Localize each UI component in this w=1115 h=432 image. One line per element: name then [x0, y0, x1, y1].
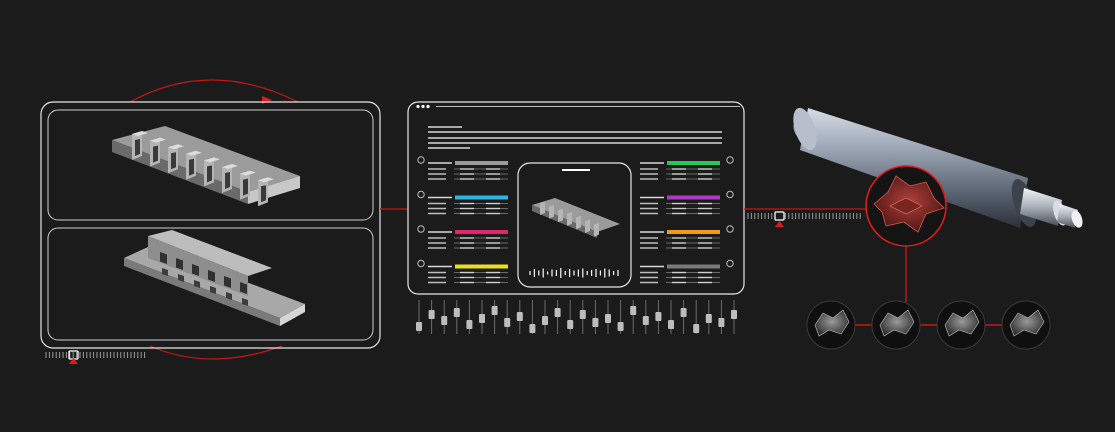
slider-marker [775, 221, 784, 227]
cad-panel [40, 79, 381, 364]
slider-knob[interactable] [605, 314, 611, 323]
parameter-row[interactable] [417, 190, 508, 215]
orbit-arrow [262, 96, 272, 104]
row-toggle[interactable] [726, 225, 734, 233]
color-swatch [667, 264, 720, 269]
parameter-row[interactable] [640, 225, 734, 249]
row-toggle[interactable] [417, 225, 425, 233]
slider-marker [69, 358, 78, 364]
slider-knob[interactable] [668, 320, 674, 329]
slider-knob[interactable] [630, 306, 637, 315]
preview-window[interactable] [517, 162, 632, 288]
slider-knob[interactable] [655, 312, 662, 321]
slider-knob[interactable] [542, 316, 548, 325]
slider-knob[interactable] [617, 322, 624, 331]
part-model-icon [532, 198, 620, 238]
slider-knob[interactable] [441, 316, 448, 325]
header-text-lines [428, 126, 722, 149]
parameter-row[interactable] [417, 259, 508, 284]
cad-panel-frame [40, 101, 381, 349]
parameter-row[interactable] [640, 156, 734, 180]
row-toggle[interactable] [726, 156, 734, 164]
row-toggle[interactable] [417, 156, 425, 164]
waveform [529, 268, 619, 278]
texture-sample-icon[interactable] [936, 300, 986, 350]
slider-knob[interactable] [731, 310, 737, 319]
timeline-slider-right[interactable] [747, 211, 861, 227]
slider-knob[interactable] [416, 322, 422, 331]
part-model-icon [112, 126, 300, 207]
texture-samples [806, 300, 1051, 350]
slider-knob[interactable] [504, 318, 511, 327]
model-view-top[interactable] [47, 109, 374, 221]
model-view-bottom[interactable] [47, 227, 374, 341]
slider-knob[interactable] [428, 310, 435, 319]
color-swatch [455, 161, 508, 165]
left-parameter-list [417, 156, 508, 284]
texture-sample-icon[interactable] [806, 300, 856, 350]
analysis-dashboard [407, 101, 745, 295]
window-dots [416, 104, 430, 109]
parameter-row[interactable] [640, 259, 734, 284]
row-toggle[interactable] [417, 190, 425, 199]
color-swatch [667, 230, 720, 234]
color-swatch [455, 230, 508, 234]
parameter-row[interactable] [417, 156, 508, 180]
texture-sample-icon[interactable] [1001, 300, 1051, 350]
slider-handle[interactable] [774, 211, 785, 221]
timeline-slider-left[interactable] [45, 350, 146, 364]
slider-knob[interactable] [642, 316, 649, 325]
texture-sample-icon[interactable] [871, 300, 921, 350]
slider-knob[interactable] [554, 308, 561, 317]
parameter-row[interactable] [417, 225, 508, 249]
slider-knob[interactable] [693, 324, 700, 333]
slider-knob[interactable] [479, 314, 485, 323]
color-swatch [455, 195, 508, 200]
row-toggle[interactable] [726, 259, 734, 268]
slider-knob[interactable] [680, 308, 687, 317]
slider-knob[interactable] [718, 318, 725, 327]
dashboard-frame [407, 101, 745, 295]
color-swatch [455, 264, 508, 269]
part-model-icon [124, 230, 305, 326]
slider-knob[interactable] [491, 306, 498, 315]
slider-knob[interactable] [466, 320, 473, 329]
color-swatch [667, 161, 720, 165]
slider-knob[interactable] [579, 310, 586, 319]
slider-knob[interactable] [453, 308, 460, 317]
slider-knob[interactable] [705, 314, 712, 323]
right-parameter-list [640, 156, 734, 284]
orbit-arc-bottom [149, 345, 283, 360]
slider-knob[interactable] [592, 318, 599, 327]
slider-knob[interactable] [529, 324, 536, 333]
color-swatch [667, 195, 720, 200]
orbit-arc-top [129, 79, 299, 103]
texture-icon [865, 165, 947, 247]
parameter-sliders[interactable] [416, 300, 737, 334]
row-toggle[interactable] [726, 190, 734, 199]
slider-knob[interactable] [567, 320, 574, 329]
parameter-row[interactable] [640, 190, 734, 215]
slider-knob[interactable] [516, 312, 523, 321]
row-toggle[interactable] [417, 259, 425, 268]
